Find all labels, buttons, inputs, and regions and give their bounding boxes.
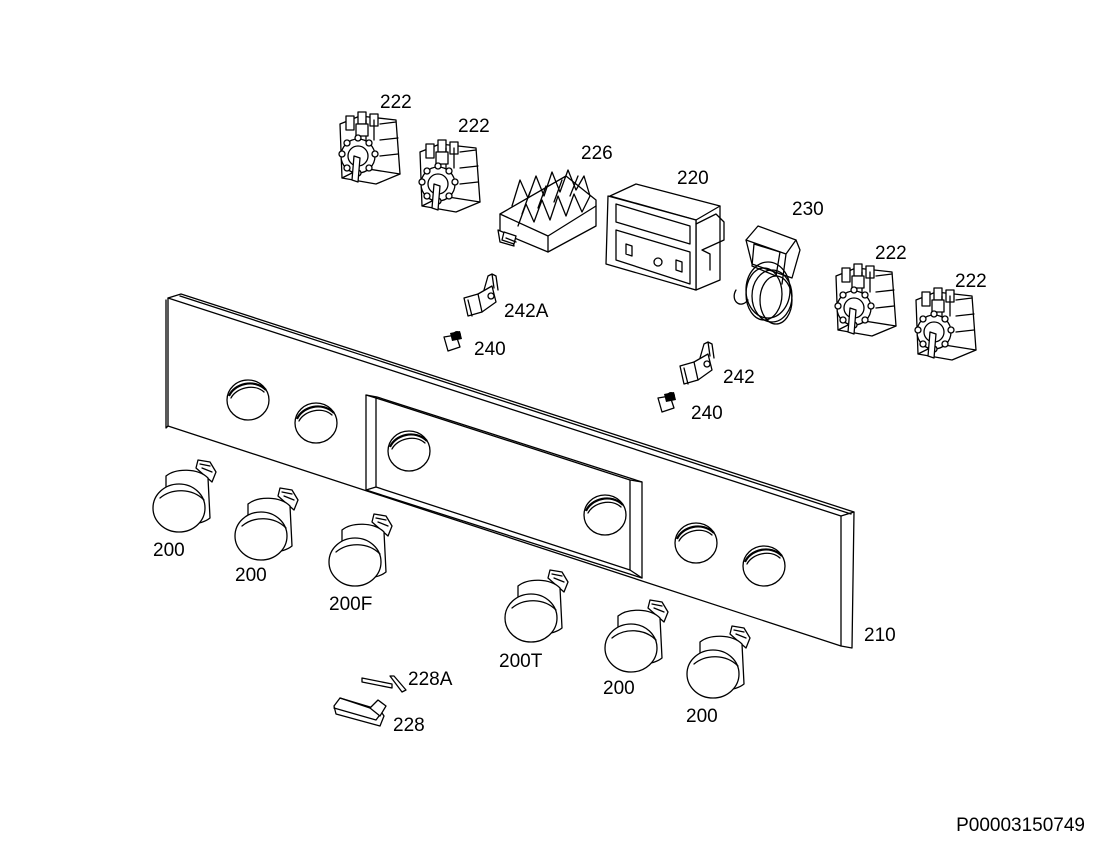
knob-200f [328, 513, 393, 587]
panel-hole [741, 544, 787, 588]
drawing-id: P00003150749 [956, 815, 1085, 836]
energy-regulator-222 [338, 111, 401, 185]
label-210: 210 [864, 625, 896, 646]
pin-228a [361, 675, 407, 693]
panel-hole [673, 521, 719, 565]
label-222: 222 [875, 243, 907, 264]
control-panel-210 [165, 293, 855, 649]
label-220: 220 [677, 168, 709, 189]
energy-regulator-222 [834, 263, 897, 337]
label-228a: 228A [408, 669, 453, 690]
knob-200 [152, 459, 217, 533]
knob-200 [604, 599, 669, 673]
lamp-holder-242a [463, 273, 499, 317]
knob-200t [504, 569, 569, 643]
electronic-timer-220 [605, 183, 725, 291]
label-242a: 242A [504, 301, 549, 322]
label-228: 228 [393, 715, 425, 736]
label-226: 226 [581, 143, 613, 164]
label-200f: 200F [329, 594, 372, 615]
panel-hole [582, 493, 628, 537]
knob-200 [686, 625, 751, 699]
lamp-holder-242 [679, 341, 715, 385]
label-200: 200 [153, 540, 185, 561]
panel-hole [293, 401, 339, 445]
label-200: 200 [603, 678, 635, 699]
energy-regulator-222 [418, 139, 481, 213]
label-200: 200 [235, 565, 267, 586]
thermostat-230 [733, 225, 801, 325]
label-240: 240 [691, 403, 723, 424]
label-200: 200 [686, 706, 718, 727]
label-200t: 200T [499, 651, 543, 672]
panel-hole [225, 378, 271, 422]
label-230: 230 [792, 199, 824, 220]
label-222: 222 [955, 271, 987, 292]
label-242: 242 [723, 367, 755, 388]
energy-regulator-222 [914, 287, 977, 361]
label-240: 240 [474, 339, 506, 360]
panel-hole [386, 429, 432, 473]
label-222: 222 [380, 92, 412, 113]
knob-200 [234, 487, 299, 561]
bracket-228 [333, 697, 387, 727]
screw-240 [657, 391, 677, 413]
selector-switch-226 [497, 169, 597, 253]
label-222: 222 [458, 116, 490, 137]
screw-240 [443, 330, 463, 352]
